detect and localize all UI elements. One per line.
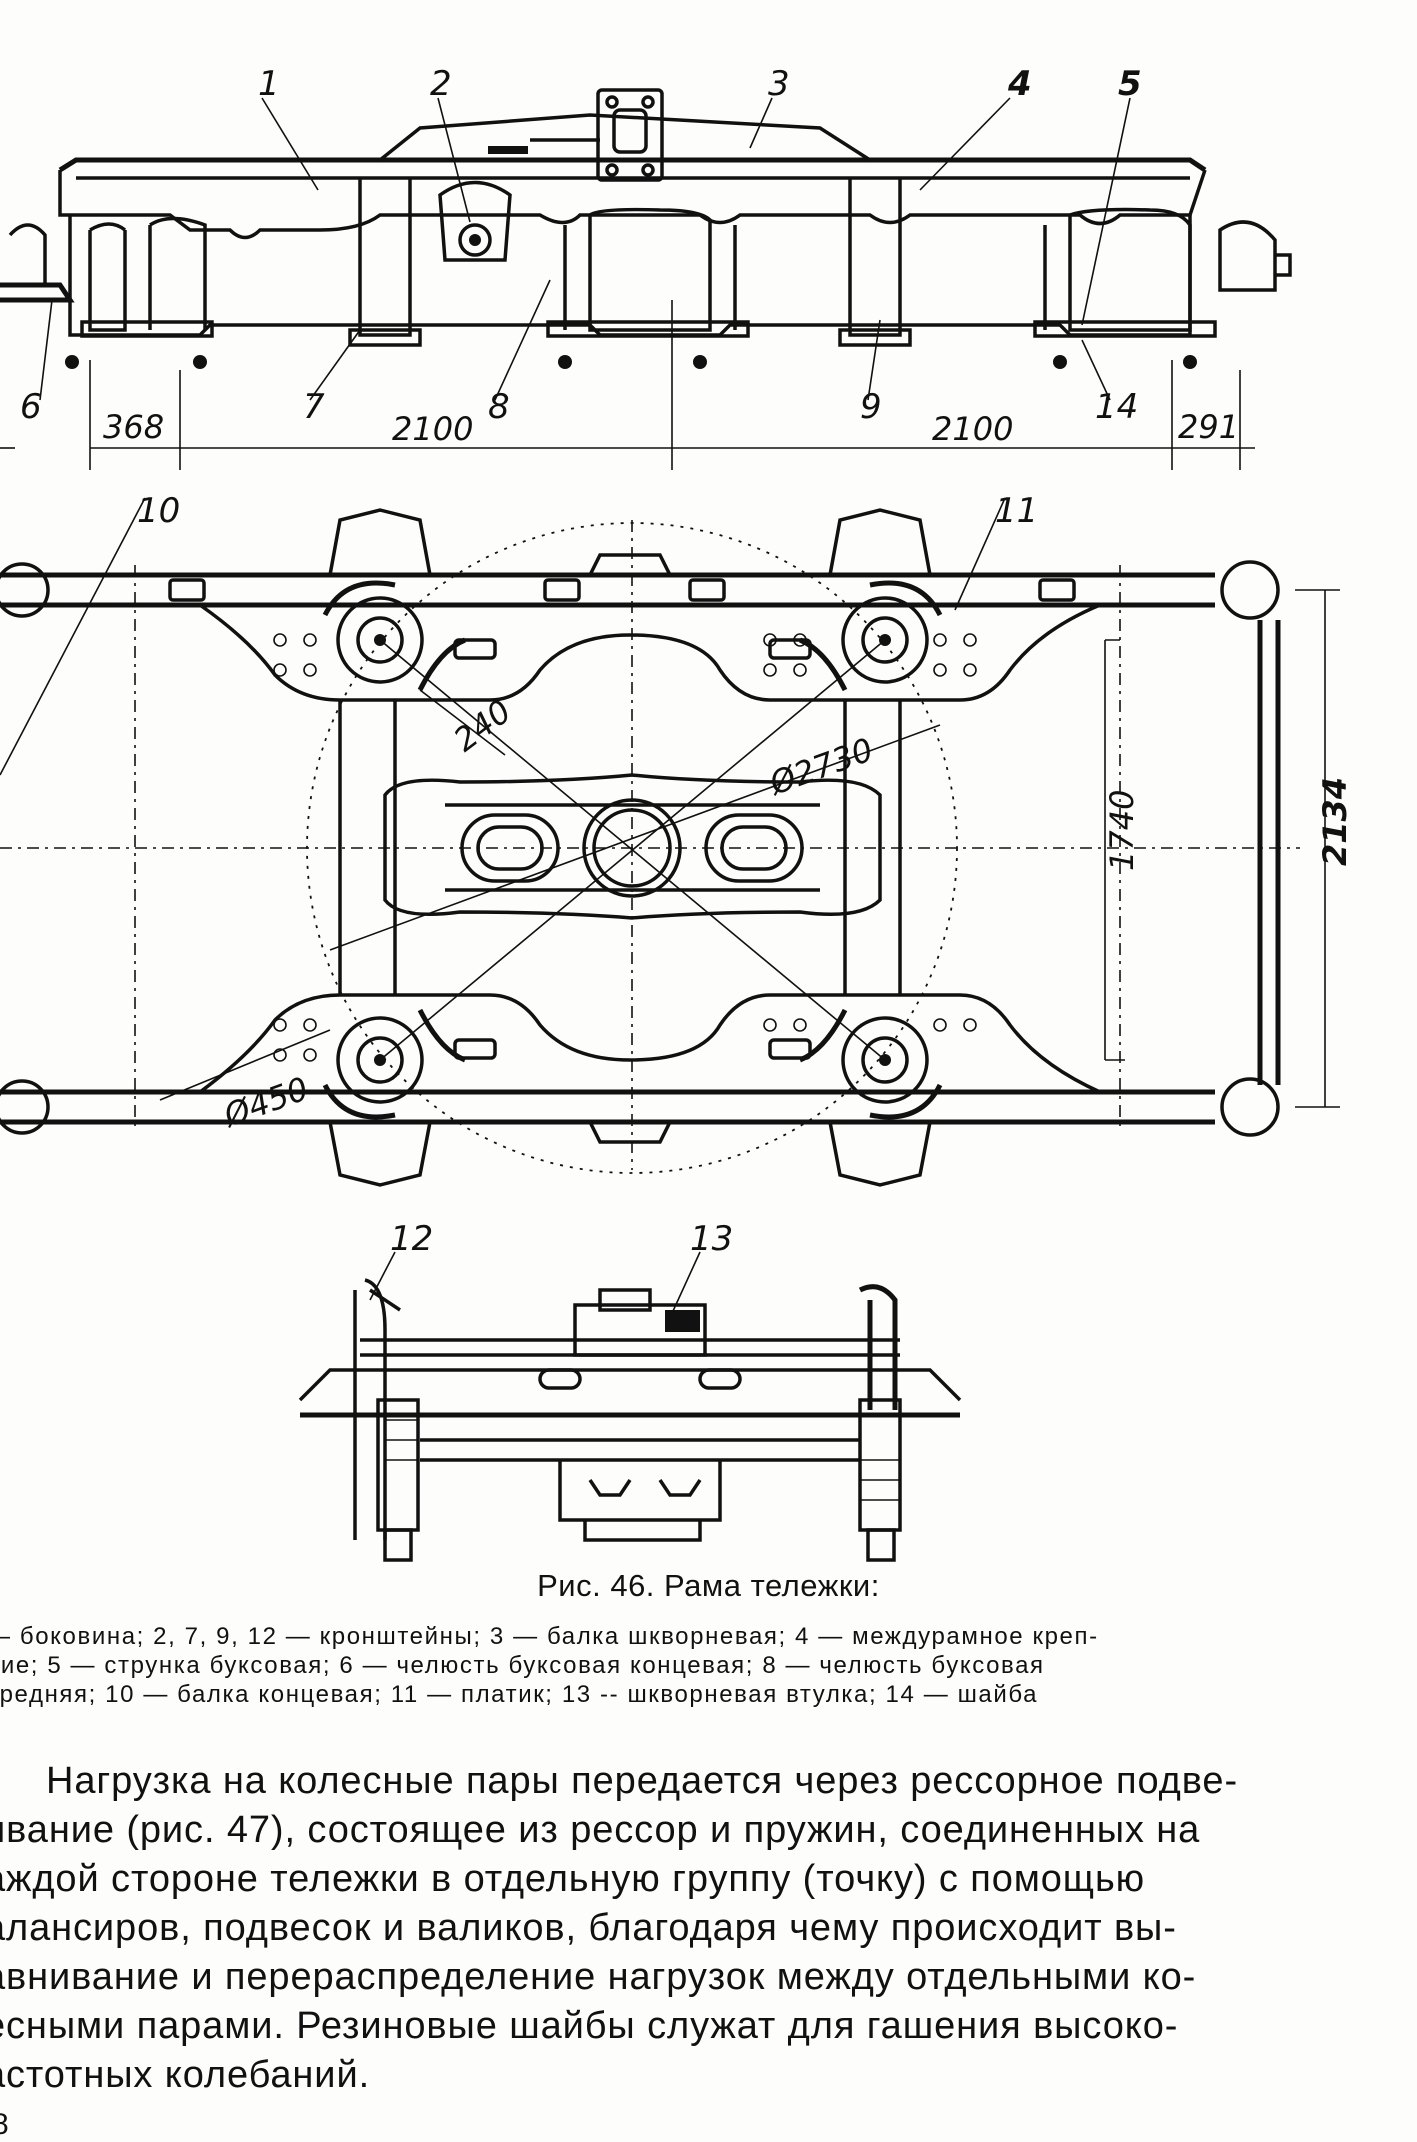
side-view-drawing [0,88,1292,470]
part-label-2: 2 [430,64,452,104]
part-label-1: 1 [258,64,280,104]
legend-line: средняя; 10 — балка концевая; 11 — плати… [0,1681,1039,1708]
part-label-13: 13 [690,1219,733,1259]
dimension-368: 368 [103,408,164,446]
legend-line: — боковина; 2, 7, 9, 12 — кронштейны; 3 … [0,1623,1099,1650]
part-label-5: 5 [1118,64,1142,104]
part-label-11: 11 [995,491,1038,531]
part-label-9: 9 [860,387,882,427]
part-label-3: 3 [768,64,790,104]
legend-line: ние; 5 — струнка буксовая; 6 — челюсть б… [0,1652,1045,1679]
part-label-8: 8 [488,387,510,427]
end-view-drawing [298,1251,962,1562]
paragraph-line: аждой стороне тележки в отдельную группу… [0,1858,1146,1900]
part-label-10: 10 [137,491,180,531]
dimension-2134: 2134 [1316,777,1354,866]
figure-caption: Рис. 46. Рама тележки: [537,1568,880,1603]
page-number: 8 [0,2108,9,2141]
bogie-frame-drawing: 1 2 3 4 5 6 7 8 9 14 368 2100 2100 291 [0,64,1354,1562]
part-label-14: 14 [1095,387,1138,427]
part-label-12: 12 [390,1219,433,1259]
plan-view-drawing [0,497,1340,1187]
paragraph-line: астотных колебаний. [0,2054,371,2096]
dimension-2100-right: 2100 [932,410,1013,448]
dimension-1740: 1740 [1103,790,1141,871]
dimension-240: 240 [447,692,519,759]
dimension-d450: Ø450 [217,1069,313,1135]
dimension-d2730: Ø2730 [763,730,878,803]
paragraph-line: есными парами. Резиновые шайбы служат дл… [0,2005,1179,2047]
paragraph-line: авнивание и перераспределение нагрузок м… [0,1956,1197,1998]
paragraph-line: Нагрузка на колесные пары передается чер… [46,1760,1239,1802]
part-label-6: 6 [20,387,42,427]
part-label-4: 4 [1007,64,1032,104]
figure-legend: — боковина; 2, 7, 9, 12 — кронштейны; 3 … [0,1622,1386,1709]
dimension-291: 291 [1178,408,1239,446]
body-paragraph: Нагрузка на колесные пары передается чер… [0,1757,1364,2100]
dimension-2100-left: 2100 [392,410,473,448]
part-label-7: 7 [303,387,325,427]
paragraph-line: ивание (рис. 47), состоящее из рессор и … [0,1809,1201,1851]
paragraph-line: алансиров, подвесок и валиков, благодаря… [0,1907,1177,1949]
